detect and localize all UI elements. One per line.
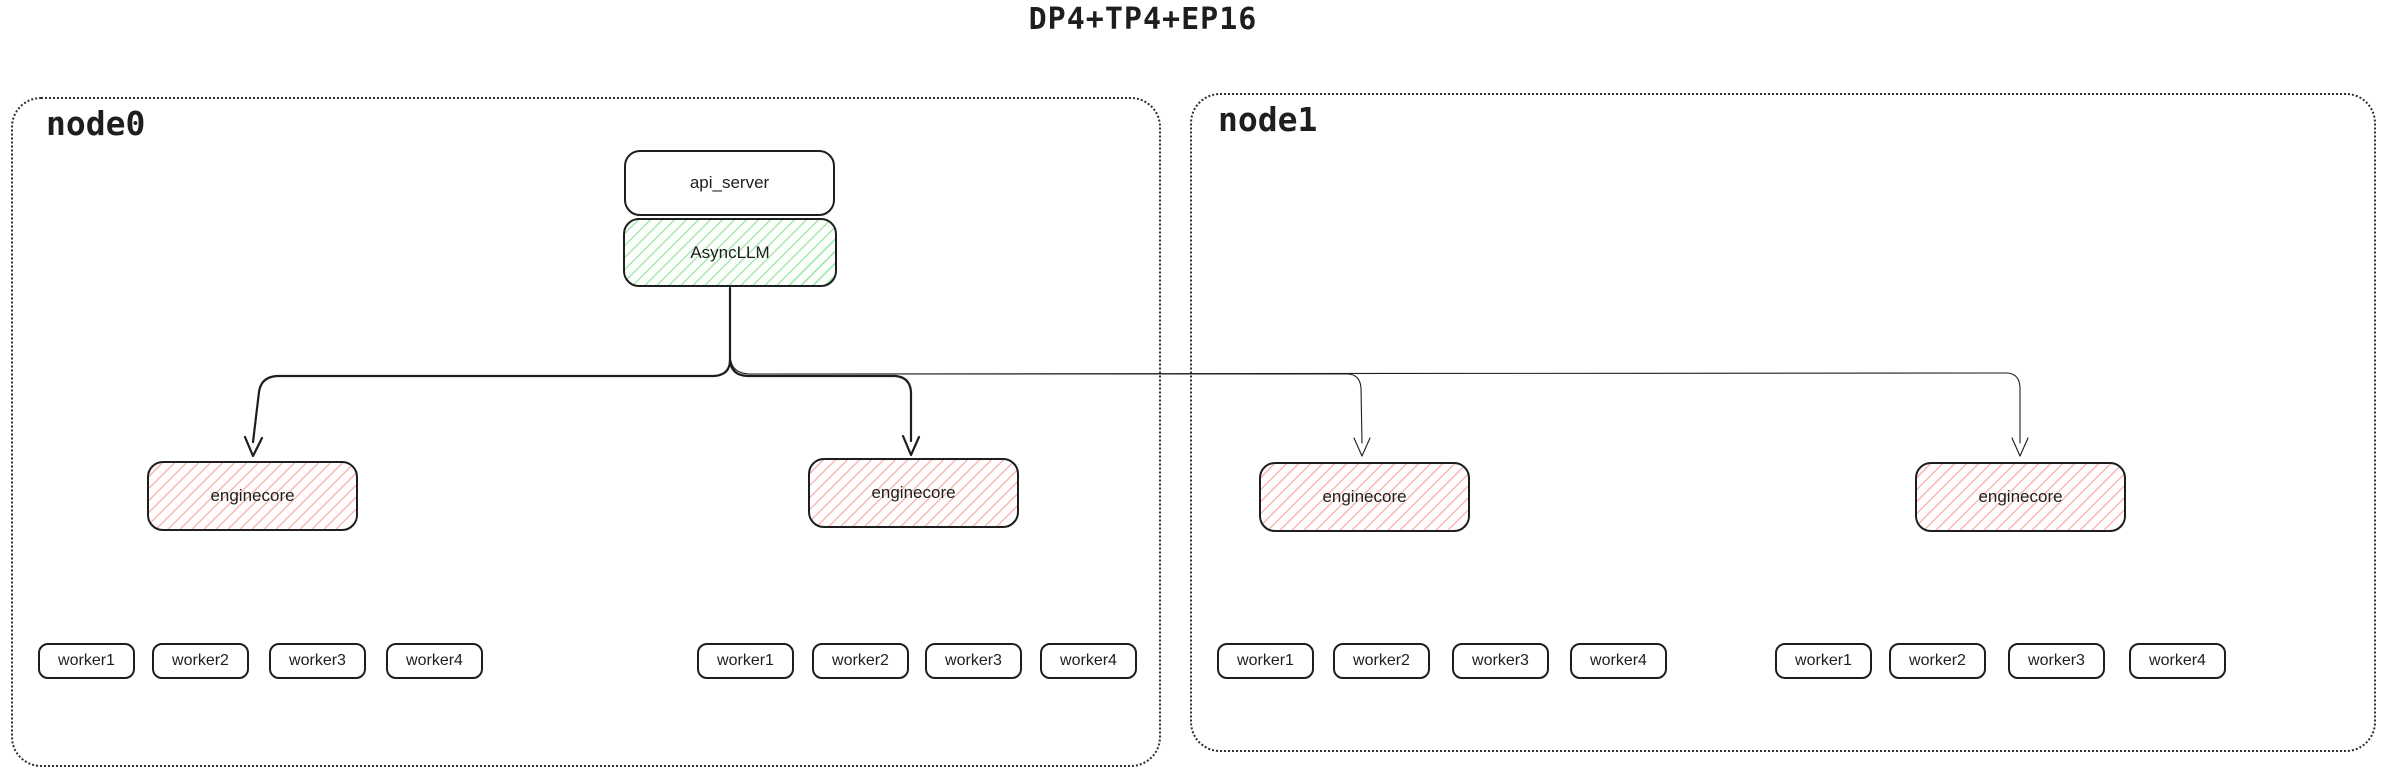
node0-label: node0 bbox=[46, 104, 146, 143]
worker-box: worker4 bbox=[2129, 643, 2226, 679]
worker-box: worker2 bbox=[152, 643, 249, 679]
worker-box: worker1 bbox=[1217, 643, 1314, 679]
worker-box: worker3 bbox=[1452, 643, 1549, 679]
worker-box: worker2 bbox=[1333, 643, 1430, 679]
enginecore-box-2: enginecore bbox=[808, 458, 1019, 528]
enginecore-box-1: enginecore bbox=[147, 461, 358, 531]
worker-box: worker2 bbox=[812, 643, 909, 679]
diagram-title: DP4+TP4+EP16 bbox=[1028, 2, 1258, 37]
node1-label: node1 bbox=[1218, 100, 1318, 139]
api-server-box: api_server bbox=[624, 150, 835, 216]
node0-container: node0 bbox=[11, 97, 1161, 767]
worker-box: worker4 bbox=[1570, 643, 1667, 679]
worker-box: worker4 bbox=[386, 643, 483, 679]
worker-box: worker1 bbox=[697, 643, 794, 679]
worker-box: worker1 bbox=[38, 643, 135, 679]
worker-box: worker1 bbox=[1775, 643, 1872, 679]
worker-box: worker2 bbox=[1889, 643, 1986, 679]
enginecore-box-3: enginecore bbox=[1259, 462, 1470, 532]
worker-box: worker3 bbox=[925, 643, 1022, 679]
worker-box: worker3 bbox=[2008, 643, 2105, 679]
enginecore-box-4: enginecore bbox=[1915, 462, 2126, 532]
node1-container: node1 bbox=[1190, 93, 2376, 752]
worker-box: worker3 bbox=[269, 643, 366, 679]
asyncllm-box: AsyncLLM bbox=[623, 218, 837, 287]
worker-box: worker4 bbox=[1040, 643, 1137, 679]
